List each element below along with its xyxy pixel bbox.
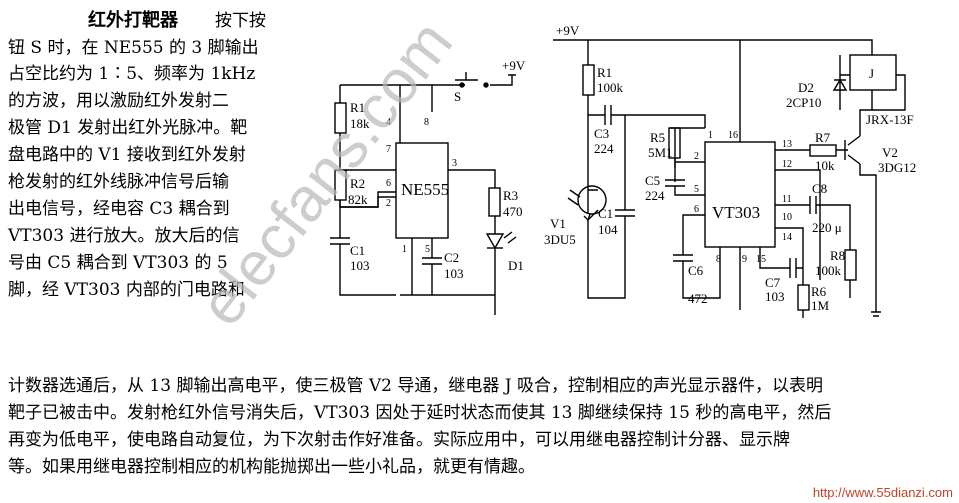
tx-r1-value: 18k: [350, 116, 370, 131]
rx-v2-name: V2: [882, 145, 898, 160]
rx-r5-name: R5: [650, 130, 665, 145]
rx-r7-value: 10k: [815, 158, 835, 173]
tx-c2-value: 103: [444, 266, 464, 281]
pin-label: 15: [756, 254, 766, 265]
article-line: 钮 S 时，在 NE555 的 3 脚输出: [8, 38, 259, 58]
article-line: 占空比约为 1∶5、频率为 1kHz: [8, 64, 256, 84]
pin-label: 13: [782, 139, 792, 150]
pin-label: 1: [402, 244, 407, 255]
article-line: 枪发射的红外线脉冲信号后输: [8, 172, 229, 192]
article-line: 号由 C5 耦合到 VT303 的 5: [8, 253, 228, 273]
rx-d2-value: 2CP10: [786, 95, 821, 110]
rx-c7-value: 103: [765, 289, 785, 304]
rx-supply-label: +9V: [556, 23, 580, 38]
article-line: 再变为低电平，使电路自动复位，为下次射击作好准备。实际应用中，可以用继电器控制计…: [8, 430, 790, 450]
rx-r6-value: 1M: [811, 298, 830, 313]
pin-label: 1: [708, 130, 713, 141]
article-line: 的方波，用以激励红外发射二: [8, 91, 229, 111]
pin-label: 6: [694, 204, 699, 215]
article-line: 靶子已被击中。发射枪红外信号消失后，VT303 因处于延时状态而使其 13 脚继…: [8, 403, 832, 423]
pin-label: 7: [386, 144, 391, 155]
tx-r1-name: R1: [350, 100, 365, 115]
rx-c6-value: 472: [688, 291, 708, 306]
rx-r1-value: 100k: [597, 80, 624, 95]
tx-r3-name: R3: [503, 188, 518, 203]
ne555-chip-label: NE555: [401, 180, 449, 199]
article-line: 计数器选通后，从 13 脚输出高电平，使三极管 V2 导通，继电器 J 吸合，控…: [8, 376, 823, 396]
tx-r2-name: R2: [350, 176, 365, 191]
rx-r1-name: R1: [597, 65, 612, 80]
rx-r8-value: 100k: [815, 263, 842, 278]
footer-url[interactable]: http://www.55dianzi.com: [812, 485, 953, 500]
article-line: 盘电路中的 V1 接收到红外发射: [8, 145, 246, 165]
rx-v1-value: 3DU5: [544, 232, 576, 247]
article-line: 等。如果用继电器控制相应的机构能抛掷出一些小礼品，就更有情趣。: [8, 457, 535, 477]
pin-label: 8: [424, 117, 429, 128]
rx-c7-name: C7: [765, 275, 781, 290]
pin-label: 12: [782, 159, 792, 170]
rx-c5-name: C5: [645, 173, 660, 188]
article-line: 按下按: [215, 11, 266, 31]
tx-supply-label: +9V: [502, 58, 526, 73]
rx-c8-value: 220 μ: [812, 220, 842, 235]
rx-v1-name: V1: [550, 216, 566, 231]
rx-r7-name: R7: [815, 130, 831, 145]
pin-label: 5: [694, 184, 699, 195]
vt303-chip-label: VT303: [712, 203, 760, 222]
article-line: 脚，经 VT303 内部的门电路和: [8, 280, 245, 300]
tx-d1-label: D1: [508, 258, 524, 273]
tx-c1-value: 103: [350, 258, 370, 273]
rx-v2-value: 3DG12: [878, 160, 916, 175]
rx-d2-name: D2: [798, 80, 814, 95]
tx-r3-value: 470: [503, 204, 523, 219]
pin-label: 3: [452, 158, 457, 169]
switch-label: S: [454, 89, 461, 104]
rx-c3-name: C3: [594, 126, 609, 141]
pin-label: 10: [782, 212, 792, 223]
rx-c6-name: C6: [688, 263, 704, 278]
article-line: 出电信号，经电容 C3 耦合到: [8, 199, 230, 219]
tx-r2-value: 82k: [348, 192, 368, 207]
watermark-text: elecfans.com: [187, 8, 466, 338]
article-title: 红外打靶器: [88, 10, 178, 31]
relay-j-label: J: [869, 66, 874, 81]
rx-r8-name: R8: [830, 248, 845, 263]
rx-c8-name: C8: [812, 181, 827, 196]
pin-label: 2: [694, 151, 699, 162]
pin-label: 9: [742, 254, 747, 265]
pin-label: 4: [386, 117, 391, 128]
rx-r5-value: 5M1: [648, 145, 673, 160]
pin-label: 11: [782, 194, 792, 205]
rx-c1-value: 104: [598, 222, 618, 237]
rx-c5-value: 224: [645, 188, 665, 203]
relay-model-label: JRX-13F: [866, 112, 914, 127]
tx-c2-name: C2: [444, 250, 459, 265]
article-line: VT303 进行放大。放大后的信: [8, 226, 240, 246]
rx-c1-name: C1: [598, 206, 613, 221]
rx-r6-name: R6: [811, 284, 827, 299]
rx-c3-value: 224: [594, 141, 614, 156]
pin-label: 5: [425, 244, 430, 255]
pin-label: 2: [386, 198, 391, 209]
pin-label: 16: [728, 130, 738, 141]
pin-label: 14: [782, 232, 792, 243]
article-line: 极管 D1 发射出红外光脉冲。靶: [8, 118, 248, 138]
tx-c1-name: C1: [350, 243, 365, 258]
pin-label: 6: [386, 178, 391, 189]
pin-label: 8: [716, 254, 721, 265]
